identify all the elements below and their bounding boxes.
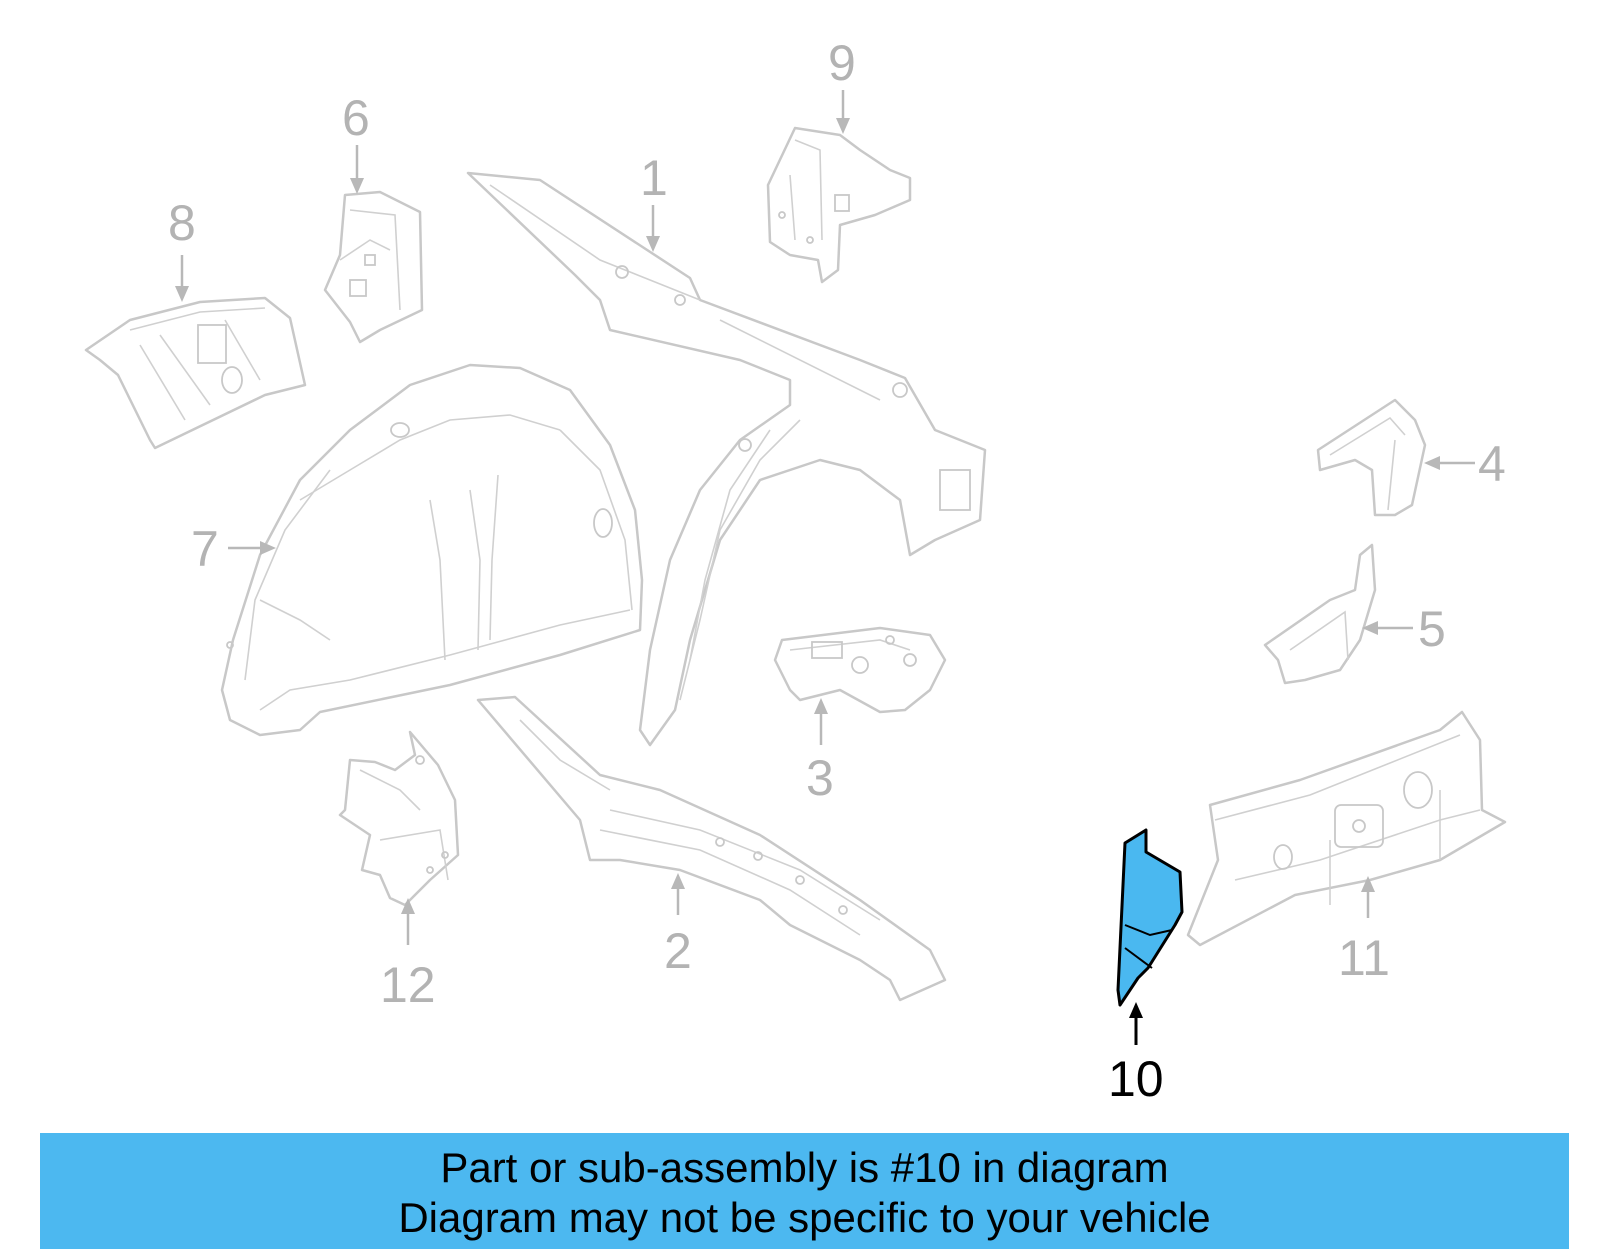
part-5-shape	[1263, 543, 1377, 685]
part-10-shape	[1116, 828, 1184, 1007]
part-11-shape	[1186, 710, 1507, 947]
info-banner: Part or sub-assembly is #10 in diagram D…	[40, 1133, 1569, 1249]
callout-8: 8	[168, 195, 196, 251]
arrow-5	[1362, 621, 1413, 635]
arrow-9	[836, 90, 850, 134]
arrow-3	[814, 698, 828, 745]
part-3-shape	[773, 626, 947, 714]
part-7-shape	[220, 363, 644, 737]
banner-disclaimer-line: Diagram may not be specific to your vehi…	[398, 1194, 1211, 1241]
callout-3: 3	[806, 750, 834, 806]
callout-12: 12	[380, 957, 436, 1013]
callout-7: 7	[191, 521, 219, 577]
part-9-shape	[766, 126, 912, 284]
arrow-8	[175, 255, 189, 302]
arrow-12	[401, 898, 415, 945]
arrow-1	[646, 205, 660, 252]
arrow-11	[1361, 876, 1375, 918]
callout-1: 1	[640, 150, 668, 206]
banner-part-line: Part or sub-assembly is #10 in diagram	[440, 1144, 1169, 1191]
callout-9: 9	[828, 35, 856, 91]
arrow-10	[1129, 1002, 1143, 1045]
callout-6: 6	[342, 90, 370, 146]
arrow-2	[671, 873, 685, 915]
part-8-shape	[84, 296, 307, 450]
callout-10: 10	[1108, 1051, 1164, 1107]
arrow-6	[350, 145, 364, 194]
callout-11: 11	[1338, 930, 1390, 986]
part-1-shape	[466, 171, 987, 747]
callout-5: 5	[1418, 601, 1446, 657]
part-4-shape	[1316, 398, 1427, 517]
arrow-7	[228, 541, 276, 555]
part-6-shape	[323, 190, 424, 344]
part-12-shape	[338, 730, 460, 907]
arrow-4	[1424, 456, 1475, 470]
part-2-shape	[476, 695, 947, 1002]
callout-2: 2	[664, 923, 692, 979]
callout-4: 4	[1478, 436, 1506, 492]
